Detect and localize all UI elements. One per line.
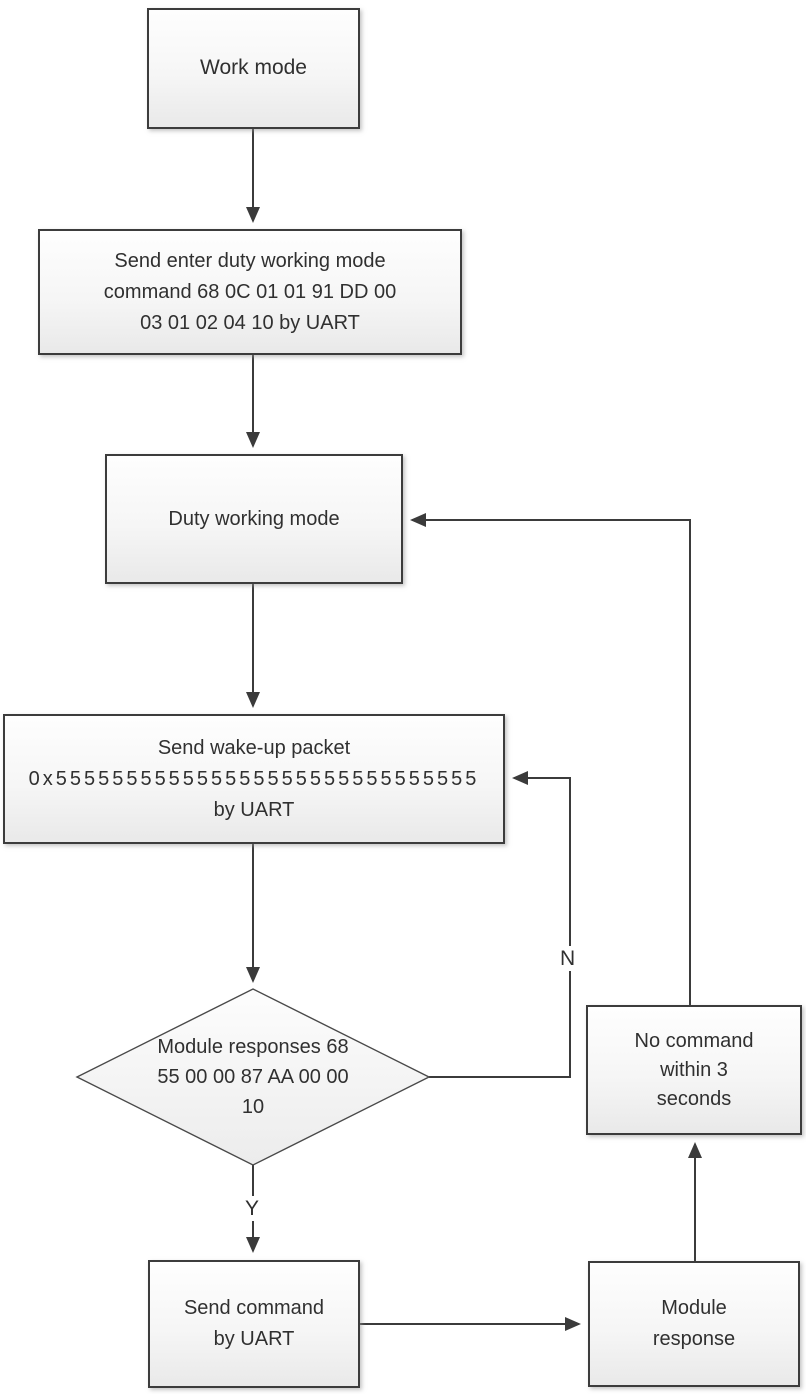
node-label-line: Module [661, 1297, 727, 1319]
node-decision-module-responses: Module responses 68 55 00 00 87 AA 00 00… [78, 1027, 428, 1127]
edge-decision-no-loop [429, 771, 571, 1078]
node-label: Duty working mode [168, 507, 340, 530]
node-module-response: Module response [588, 1261, 800, 1387]
node-label-line: seconds [656, 1087, 732, 1110]
node-label-line: No command [634, 1029, 754, 1052]
node-label-line: Send command [183, 1297, 325, 1319]
node-label-line: response [652, 1328, 736, 1350]
edge-nocommand-to-duty-loop [410, 513, 691, 1005]
node-label-line: command 68 0C 01 01 91 DD 00 [103, 280, 397, 303]
node-work-mode: Work mode [147, 8, 360, 129]
node-label-line: 03 01 02 04 10 by UART [140, 311, 360, 334]
node-label: Work mode [200, 56, 307, 80]
decision-diamond-shape [75, 988, 431, 1166]
node-duty-working-mode: Duty working mode [105, 454, 403, 584]
node-no-command-within-3s: No command within 3 seconds [586, 1005, 802, 1135]
node-label-line: Send enter duty working mode [114, 249, 386, 272]
decision-label-line: 10 [241, 1096, 265, 1118]
decision-label-line: 55 00 00 87 AA 00 00 [157, 1066, 349, 1088]
node-label-line: Send wake-up packet [157, 736, 351, 759]
wakeup-hex-string: 0x555555555555555555555555555555 [28, 767, 480, 790]
node-send-wakeup-packet: Send wake-up packet 0x555555555555555555… [3, 714, 505, 844]
node-label-line: by UART [213, 1328, 295, 1350]
node-label-line: by UART [213, 798, 295, 821]
node-send-command-by-uart: Send command by UART [148, 1260, 360, 1388]
edge-label-no: N [557, 946, 579, 972]
node-send-enter-duty-command: Send enter duty working mode command 68 … [38, 229, 462, 355]
edge-label-yes: Y [242, 1196, 263, 1222]
decision-label-line: Module responses 68 [157, 1036, 349, 1058]
node-label-line: within 3 [660, 1058, 728, 1081]
